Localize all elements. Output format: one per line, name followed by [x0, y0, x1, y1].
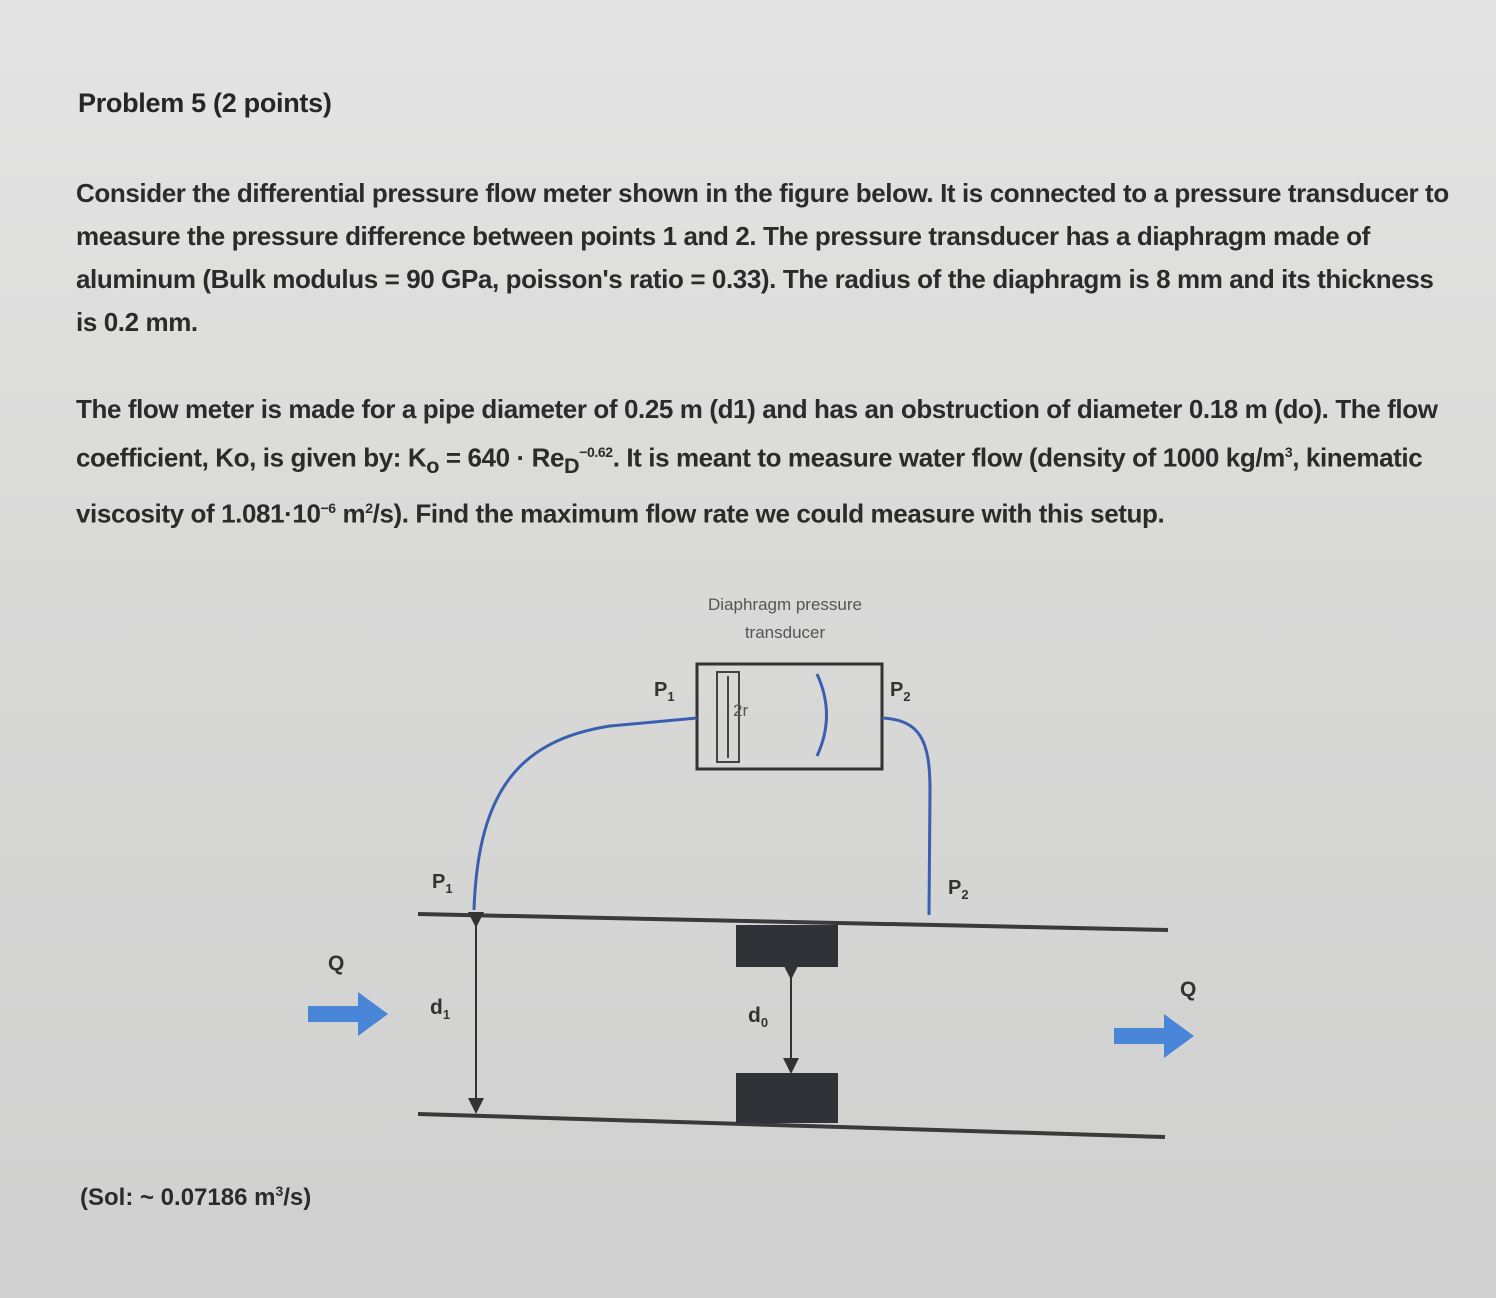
transducer-label-line1: Diaphragm pressure	[708, 595, 862, 614]
problem-title: Problem 5 (2 points)	[78, 88, 332, 118]
pipe-top-wall	[417, 912, 1169, 932]
solution-text: (Sol: ~ 0.07186 m3/s)	[80, 1183, 311, 1212]
paragraph-2-text-e: m	[335, 498, 366, 529]
tube-p1	[472, 716, 698, 911]
p1-transducer-label: P1	[654, 679, 675, 704]
solution-unit: /s)	[283, 1184, 312, 1211]
diaphragm-membrane	[815, 673, 828, 757]
solution-value: (Sol: ~ 0.07186 m	[80, 1184, 276, 1211]
viscosity-exponent: −6	[320, 499, 337, 516]
problem-paragraph-2: The flow meter is made for a pipe diamet…	[76, 388, 1456, 536]
p2-transducer-label: P2	[890, 679, 911, 704]
paragraph-2-text-f: /s). Find the maximum flow rate we could…	[372, 498, 1165, 529]
density-exponent: 3	[1284, 444, 1293, 460]
problem-paragraph-1: Consider the differential pressure flow …	[76, 178, 1449, 337]
paragraph-2-text-d: , kinematic viscosity of 1.081·10	[76, 442, 1423, 529]
d0-label: d0	[748, 1004, 768, 1030]
outflow-arrow-icon	[1114, 1014, 1194, 1058]
transducer-box	[695, 662, 884, 771]
obstruction-top	[736, 925, 838, 967]
q-out-label: Q	[1180, 978, 1196, 1001]
diaphragm-left	[716, 671, 740, 763]
radius-label: 2r	[733, 701, 748, 720]
re-subscript: D	[564, 452, 580, 478]
pipe-bottom-wall	[417, 1112, 1166, 1139]
obstruction-bottom	[736, 1073, 838, 1123]
re-exponent: −0.62	[579, 444, 613, 460]
paragraph-2-text-b: = 640 · Re	[439, 442, 565, 473]
transducer-label-line2: transducer	[745, 623, 826, 642]
d1-label: d1	[430, 996, 450, 1022]
solution-exponent: 3	[275, 1183, 284, 1199]
p1-pipe-label: P1	[432, 871, 453, 896]
area-exponent: 2	[365, 499, 373, 516]
k-subscript: o	[426, 452, 440, 478]
p2-pipe-label: P2	[948, 877, 969, 902]
inflow-arrow-icon	[308, 992, 388, 1036]
paragraph-2-text-a: The flow meter is made for a pipe diamet…	[76, 394, 1438, 473]
tube-p2	[881, 716, 932, 916]
q-in-label: Q	[328, 952, 344, 975]
paragraph-2-text-c: . It is meant to measure water flow (den…	[612, 442, 1286, 473]
